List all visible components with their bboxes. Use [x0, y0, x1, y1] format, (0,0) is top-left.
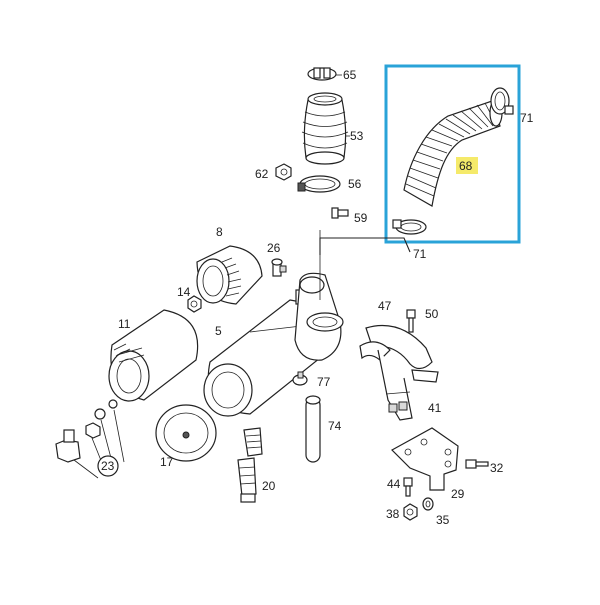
clamp-part-77[interactable]	[292, 371, 308, 386]
label-5: 5	[215, 324, 222, 338]
label-71b: 71	[413, 247, 427, 261]
label-17: 17	[160, 455, 174, 469]
valve-part-20[interactable]	[237, 457, 257, 503]
nut-part-62[interactable]	[275, 163, 292, 181]
bolt-part-50[interactable]	[406, 309, 416, 333]
label-53: 53	[350, 129, 364, 143]
label-77: 77	[317, 375, 331, 389]
intake-elbow[interactable]	[294, 272, 344, 361]
bellows-part-53[interactable]	[301, 92, 349, 165]
label-14: 14	[177, 285, 191, 299]
hose-part-74[interactable]	[305, 395, 321, 463]
label-68[interactable]: 68	[459, 159, 473, 173]
bracket-part-47[interactable]	[359, 324, 439, 421]
clamp-part-56[interactable]	[297, 175, 341, 193]
filter-element-part-11[interactable]	[108, 309, 199, 402]
label-47: 47	[378, 299, 392, 313]
clamp-part-71-bottom[interactable]	[392, 219, 427, 235]
label-23: 23	[101, 459, 115, 473]
label-20: 20	[262, 479, 276, 493]
label-56: 56	[348, 177, 362, 191]
bolt-part-59[interactable]	[331, 207, 349, 219]
label-38: 38	[386, 507, 400, 521]
valve-part-26[interactable]	[271, 258, 287, 277]
mount-bracket-part-29[interactable]	[391, 427, 459, 491]
indicator-part-23[interactable]	[55, 399, 125, 479]
label-26: 26	[267, 241, 281, 255]
label-35: 35	[436, 513, 450, 527]
hose-part-68[interactable]	[403, 99, 503, 207]
clamp-part-71-top[interactable]	[490, 87, 514, 115]
label-62: 62	[255, 167, 269, 181]
clamp-part-65[interactable]	[307, 67, 337, 81]
label-59: 59	[354, 211, 368, 225]
drain-valve[interactable]	[243, 427, 263, 457]
nut-part-38[interactable]	[403, 503, 418, 521]
label-32: 32	[490, 461, 504, 475]
highlight-frame[interactable]	[384, 64, 521, 244]
washer-part-35[interactable]	[422, 497, 434, 511]
filter-ring-part-8[interactable]	[196, 245, 263, 305]
label-44: 44	[387, 477, 401, 491]
label-68-highlight	[456, 157, 478, 174]
label-71a: 71	[520, 111, 534, 125]
nut-part-14[interactable]	[187, 295, 202, 313]
label-41: 41	[428, 401, 442, 415]
label-74: 74	[328, 419, 342, 433]
label-8: 8	[216, 225, 223, 239]
cover-part-17[interactable]	[155, 404, 217, 462]
bolt-part-44[interactable]	[403, 477, 413, 497]
label-29: 29	[451, 487, 465, 501]
label-65: 65	[343, 68, 357, 82]
label-11: 11	[118, 317, 131, 331]
bolt-part-32[interactable]	[465, 459, 489, 469]
label-50: 50	[425, 307, 439, 321]
